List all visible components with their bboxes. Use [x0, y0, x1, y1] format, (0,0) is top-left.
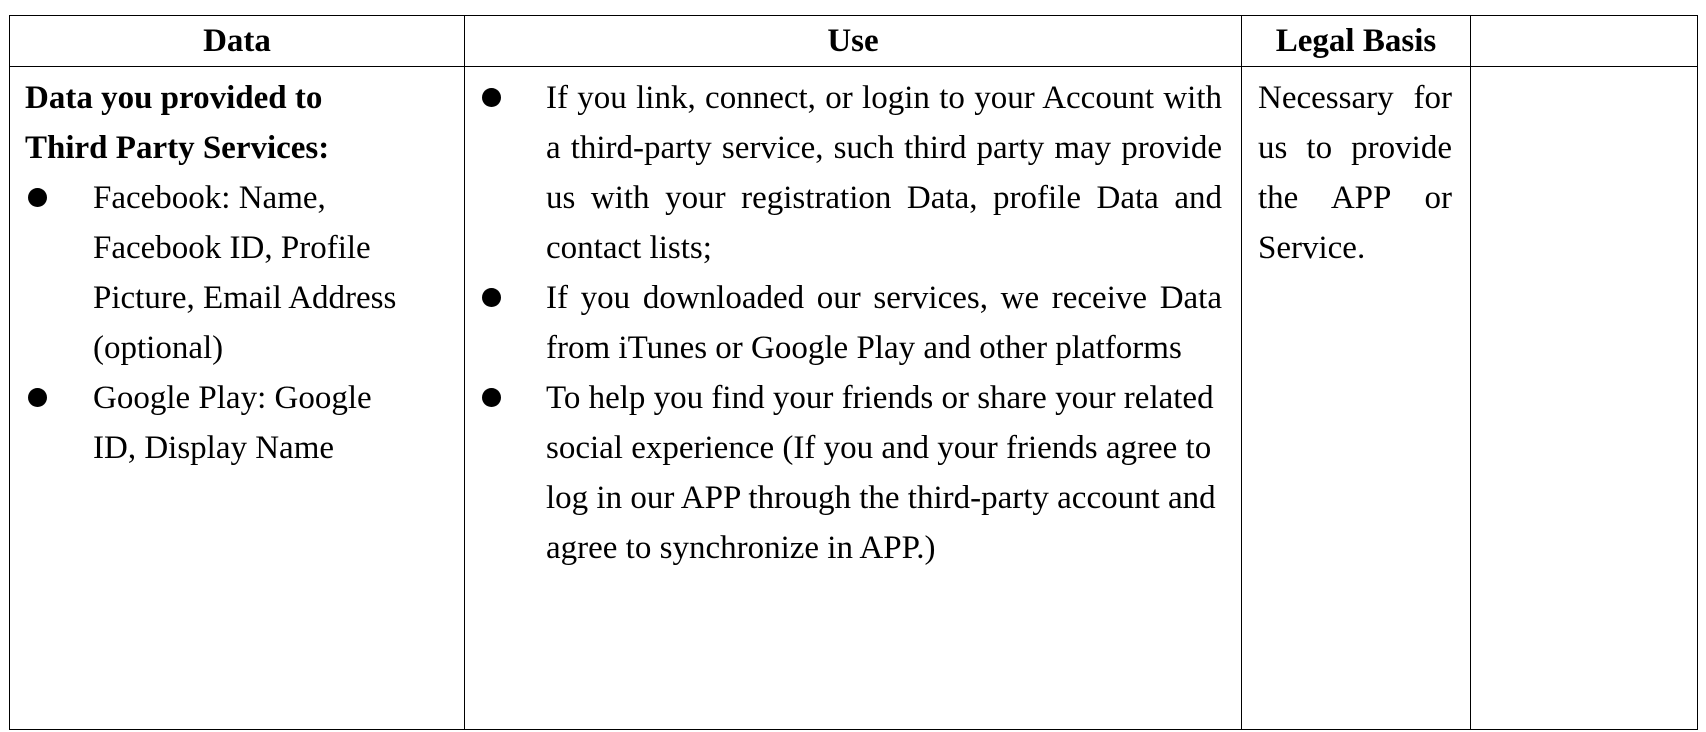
- table-row: Data you provided to Third Party Service…: [9, 66, 1698, 730]
- header-extra: [1470, 15, 1698, 67]
- bullet-icon: [482, 388, 501, 407]
- legal-basis-text: Necessary for us to provide the APP or S…: [1258, 80, 1452, 266]
- bullet-icon: [28, 388, 47, 407]
- list-item: If you downloaded our services, we recei…: [482, 273, 1222, 373]
- data-list: Facebook: Name, Facebook ID, Profile Pic…: [25, 173, 450, 473]
- bullet-icon: [482, 88, 501, 107]
- list-item: Google Play: Google ID, Display Name: [25, 373, 413, 473]
- use-item-downloads: If you downloaded our services, we recei…: [546, 280, 1222, 366]
- use-cell: If you link, connect, or login to your A…: [464, 66, 1242, 730]
- header-data: Data: [9, 15, 465, 67]
- list-item: If you link, connect, or login to your A…: [482, 73, 1222, 273]
- use-item-find-friends: To help you find your friends or share y…: [546, 380, 1216, 566]
- legal-basis-cell: Necessary for us to provide the APP or S…: [1241, 66, 1471, 730]
- data-heading: Data you provided to Third Party Service…: [25, 80, 330, 166]
- extra-cell: [1470, 66, 1698, 730]
- list-item: Facebook: Name, Facebook ID, Profile Pic…: [25, 173, 413, 373]
- header-use: Use: [464, 15, 1242, 67]
- privacy-data-table: Data Use Legal Basis Data you provided t…: [9, 15, 1698, 730]
- data-item-facebook: Facebook: Name, Facebook ID, Profile Pic…: [93, 180, 397, 366]
- data-item-google-play: Google Play: Google ID, Display Name: [93, 380, 372, 466]
- bullet-icon: [28, 188, 47, 207]
- table-header-row: Data Use Legal Basis: [9, 15, 1698, 67]
- use-list: If you link, connect, or login to your A…: [482, 73, 1222, 573]
- data-cell: Data you provided to Third Party Service…: [9, 66, 465, 730]
- header-legal-basis: Legal Basis: [1241, 15, 1471, 67]
- bullet-icon: [482, 288, 501, 307]
- list-item: To help you find your friends or share y…: [482, 373, 1222, 573]
- use-item-link-account: If you link, connect, or login to your A…: [546, 80, 1222, 266]
